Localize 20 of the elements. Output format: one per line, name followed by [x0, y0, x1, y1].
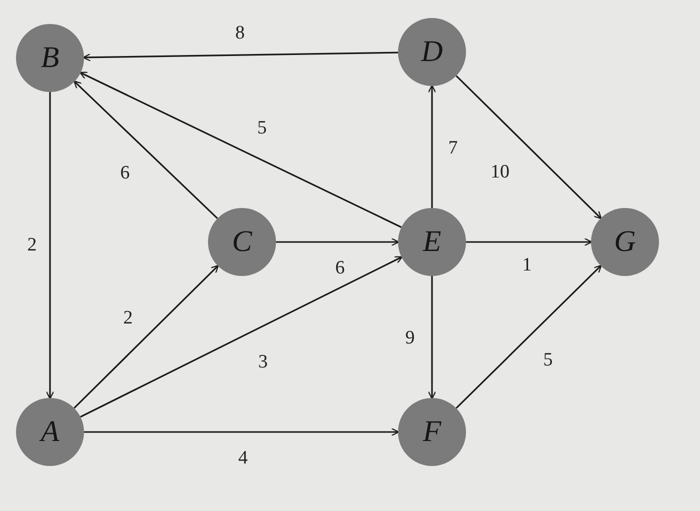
- graph-node: B: [16, 24, 84, 92]
- arrow: [466, 238, 592, 246]
- arrow: [79, 72, 402, 228]
- arrow: [73, 80, 218, 220]
- arrow: [80, 256, 403, 418]
- graph-node: G: [591, 208, 659, 276]
- graph-node: F: [398, 398, 466, 466]
- arrow: [428, 276, 436, 400]
- arrow: [82, 52, 398, 62]
- graph-node: C: [208, 208, 276, 276]
- arrow: [428, 84, 436, 208]
- arrow: [456, 75, 602, 220]
- arrow: [276, 238, 400, 246]
- graph-node: A: [16, 398, 84, 466]
- arrow: [456, 264, 602, 409]
- arrow: [46, 92, 54, 400]
- graph-node: E: [398, 208, 466, 276]
- arrow: [74, 264, 219, 409]
- graph-node: D: [398, 18, 466, 86]
- arrow: [84, 428, 400, 436]
